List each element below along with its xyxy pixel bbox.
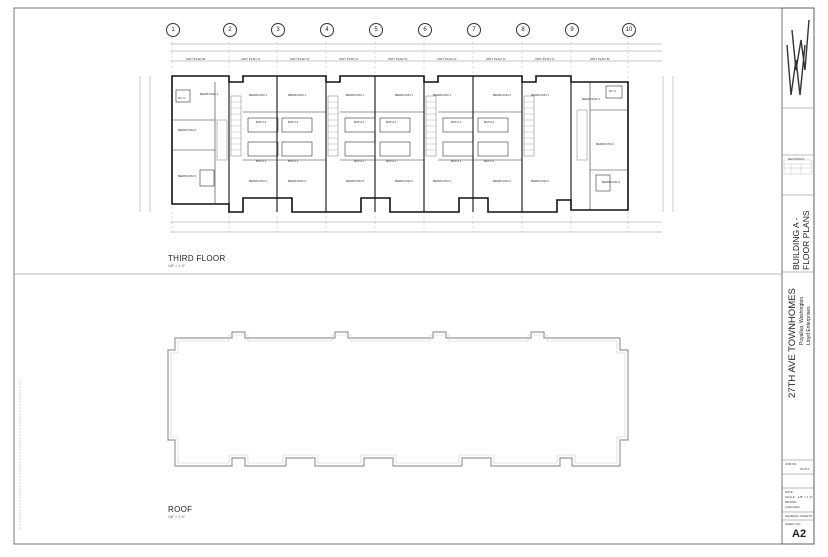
room-label: BEDROOM 2 xyxy=(531,179,550,183)
sheet-number: A2 xyxy=(792,528,807,540)
stairs xyxy=(216,95,588,161)
room-label: BEDROOM 2 xyxy=(346,179,365,183)
unit-plan-label: UNIT PLAN 'A' xyxy=(486,57,506,61)
general-sheets-label: GENERAL SHEETS xyxy=(785,514,813,518)
dimension-lines-bottom xyxy=(170,221,662,233)
grid-lines xyxy=(171,36,629,232)
room-label: BEDROOM 2 xyxy=(493,179,512,183)
room-label: BATH 2 xyxy=(354,120,365,124)
third-floor-title: THIRD FLOOR xyxy=(168,254,226,263)
firm-logo xyxy=(786,19,810,96)
room-label: BEDROOM 1 xyxy=(531,93,550,97)
room-label: BEDROOM 2 xyxy=(178,128,197,132)
room-label: BEDROOM 2 xyxy=(288,179,307,183)
dimension-lines-side xyxy=(139,76,674,212)
sheet-title: BUILDING A - FLOOR PLANS xyxy=(791,210,811,270)
room-label: BATH 1 xyxy=(354,159,365,163)
roof-title: ROOF xyxy=(168,505,193,514)
scale-label: SCALE xyxy=(785,495,795,499)
room-label: BEDROOM 1 xyxy=(249,93,268,97)
grid-bubble: 10 xyxy=(622,23,636,37)
project-name: 27TH AVE TOWNHOMES xyxy=(787,288,798,398)
sheet-title-line1: BUILDING A - xyxy=(791,217,801,270)
checked-label: CHECKED xyxy=(785,505,800,509)
interior-partitions xyxy=(172,82,628,210)
room-label: BEDROOM 2 xyxy=(395,179,414,183)
sheet-title-line2: FLOOR PLANS xyxy=(801,210,811,270)
grid-bubble: 2 xyxy=(223,23,237,37)
room-label: W.I.C. xyxy=(609,89,618,93)
project-client: Lloyd Enterprises xyxy=(806,306,812,345)
dimension-lines-top xyxy=(170,43,662,62)
room-label: BEDROOM 1 xyxy=(582,97,601,101)
grid-bubble: 5 xyxy=(369,23,383,37)
grid-bubble: 3 xyxy=(271,23,285,37)
unit-plan-label: UNIT PLAN 'A' xyxy=(437,57,457,61)
room-label: W.I.C. xyxy=(178,96,187,100)
date-label: DATE xyxy=(785,490,793,494)
unit-plan-label: UNIT PLAN 'B' xyxy=(590,57,610,61)
room-label: BEDROOM 1 xyxy=(395,93,414,97)
grid-bubble: 9 xyxy=(565,23,579,37)
grid-bubble: 8 xyxy=(516,23,530,37)
grid-bubble: 7 xyxy=(467,23,481,37)
room-label: BEDROOM 2 xyxy=(249,179,268,183)
roof-outline xyxy=(167,331,629,467)
room-label: BEDROOM 1 xyxy=(493,93,512,97)
roof-outline-inner xyxy=(170,334,626,464)
unit-plan-label: UNIT PLAN 'A' xyxy=(388,57,408,61)
project-location: Puyallup, Washington xyxy=(799,296,805,345)
room-label: BEDROOM 2 xyxy=(596,142,615,146)
sheet-border xyxy=(13,7,815,545)
roof-scale: 1/8" = 1'-0" xyxy=(168,515,186,519)
title-block-frame xyxy=(781,7,815,545)
unit-plan-label: UNIT PLAN 'A' xyxy=(535,57,555,61)
room-label: BEDROOM 1 xyxy=(288,93,307,97)
third-floor-exterior-wall xyxy=(171,75,629,213)
room-label: BATH 2 xyxy=(288,120,299,124)
room-label: BATH 1 xyxy=(484,159,495,163)
grid-bubble: 6 xyxy=(418,23,432,37)
stair-treads xyxy=(231,101,534,151)
job-no-value: 20-011 xyxy=(800,467,810,471)
third-floor-scale: 1/8" = 1'-0" xyxy=(168,264,186,268)
job-no-label: JOB NO. xyxy=(785,462,798,466)
scale-value: 1/8" = 1'-0" xyxy=(798,495,813,499)
grid-bubble: 1 xyxy=(166,23,180,37)
room-label: BATH 2 xyxy=(484,120,495,124)
room-label: BATH 2 xyxy=(386,120,397,124)
unit-plan-label: UNIT PLAN 'A' xyxy=(339,57,359,61)
grid-bubble: 4 xyxy=(320,23,334,37)
unit-plan-label: UNIT PLAN 'A' xyxy=(241,57,261,61)
room-label: BATH 1 xyxy=(288,159,299,163)
room-label: BATH 2 xyxy=(256,120,267,124)
room-label: BEDROOM 2 xyxy=(433,179,452,183)
room-label: BEDROOM 3 xyxy=(178,174,197,178)
unit-plan-label: UNIT PLAN 'A' xyxy=(290,57,310,61)
sheet-no-label: SHEET NO. xyxy=(785,522,802,526)
revisions-table xyxy=(783,159,813,175)
revisions-label: REVISIONS xyxy=(788,157,805,161)
room-label: BATH 1 xyxy=(386,159,397,163)
room-label: BATH 2 xyxy=(451,120,462,124)
room-label: BATH 1 xyxy=(256,159,267,163)
unit-party-walls xyxy=(228,76,572,212)
room-label: BEDROOM 1 xyxy=(200,92,219,96)
drawn-label: DRAWN xyxy=(785,500,797,504)
title-block-lines xyxy=(782,107,814,521)
room-label: BEDROOM 1 xyxy=(346,93,365,97)
room-label: BATH 1 xyxy=(451,159,462,163)
room-label: BEDROOM 3 xyxy=(602,180,621,184)
unit-plan-label: UNIT PLAN 'B' xyxy=(186,57,206,61)
room-label: BEDROOM 1 xyxy=(433,93,452,97)
